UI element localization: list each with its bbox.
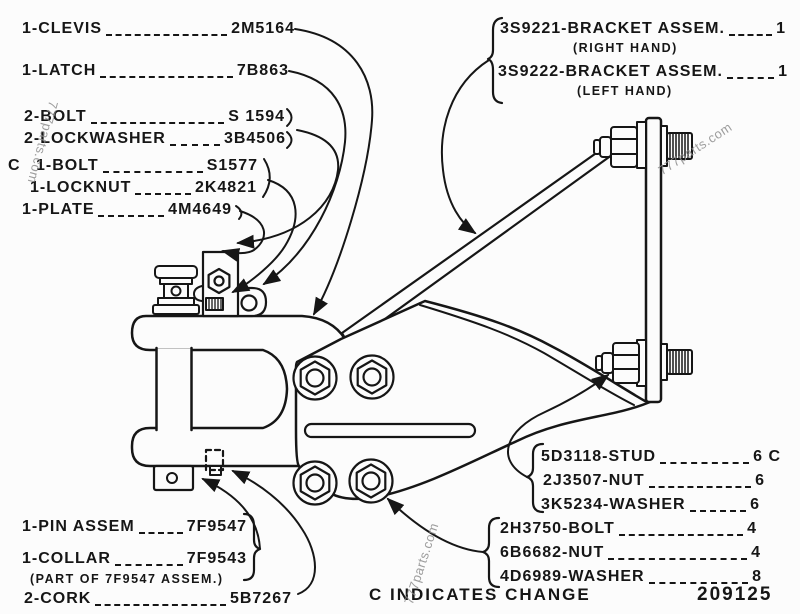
quantity: 6 <box>750 496 760 513</box>
leader-lines <box>201 28 610 595</box>
part-number: 2M5164 <box>231 20 295 37</box>
brace-stud-group <box>525 442 545 514</box>
bracket-left-hand-note: (LEFT HAND) <box>577 84 673 98</box>
brace-pin-group <box>242 512 262 582</box>
leader-plate <box>221 210 265 262</box>
leader-bolt-2h3750 <box>386 497 484 553</box>
callout-bracket-left: 3S9222-BRACKET ASSEM.1 <box>498 63 788 80</box>
change-flag: C <box>8 157 20 174</box>
part-number: 7B863 <box>236 62 289 79</box>
hex-bolt <box>292 460 338 506</box>
part-number: 3B4506 <box>223 130 286 147</box>
quantity: 6 C <box>753 448 781 465</box>
clevis-pin <box>155 346 193 432</box>
leader-cork <box>231 470 316 595</box>
quantity: 4 <box>751 544 761 561</box>
callout-bracket-right: 3S9221-BRACKET ASSEM.1 <box>500 20 786 37</box>
quantity: 4 <box>747 520 757 537</box>
quantity: 1 <box>778 63 788 80</box>
hex-bolt <box>348 458 394 504</box>
top-stud-assembly <box>593 121 693 169</box>
hex-bolt <box>292 355 338 401</box>
brace-bracket-assem <box>486 16 504 105</box>
part-number: S1577 <box>206 157 258 174</box>
drawbar-arm <box>294 299 652 501</box>
leader-pin <box>201 478 261 550</box>
part-number: S 1594 <box>228 108 285 125</box>
leader-bolt-s1577 <box>231 179 297 293</box>
leader-bracket <box>440 59 490 235</box>
pin-cap <box>152 265 200 315</box>
latch-assembly <box>193 250 268 318</box>
part-number: 7F9543 <box>186 550 247 567</box>
arm-slot <box>303 422 477 439</box>
quantity: 6 <box>755 472 765 489</box>
leader-latch <box>262 70 347 286</box>
cork-hidden-outline <box>204 448 225 472</box>
brace-bolt-group <box>481 516 501 589</box>
part-number: 4M4649 <box>168 201 232 218</box>
group-braces <box>235 16 545 589</box>
paren-4m4649 <box>235 205 243 220</box>
hex-bolt <box>349 354 395 400</box>
bracket-plate <box>644 116 663 404</box>
leader-stud <box>507 373 610 478</box>
change-note: C INDICATES CHANGE <box>369 585 591 604</box>
drawing-number: 209125 <box>697 584 773 605</box>
bracket-right-hand-note: (RIGHT HAND) <box>573 41 678 55</box>
quantity: 1 <box>776 20 786 37</box>
leader-clevis <box>294 28 374 316</box>
leader-bolt-s1594 <box>236 129 340 249</box>
bottom-stud-assembly <box>595 339 693 387</box>
collar-part-of-note: (PART OF 7F9547 ASSEM.) <box>30 572 224 586</box>
quantity: 8 <box>752 568 762 585</box>
part-number: 7F9547 <box>186 518 247 535</box>
plate-bolts <box>292 354 395 506</box>
part-number: 2K4821 <box>194 179 257 196</box>
plate-hole <box>166 472 178 484</box>
part-number: 5B7267 <box>229 590 292 607</box>
paren-s1594 <box>286 108 293 127</box>
paren-s1577-group <box>262 158 271 198</box>
paren-3b4506 <box>286 131 293 149</box>
strut <box>340 142 618 347</box>
